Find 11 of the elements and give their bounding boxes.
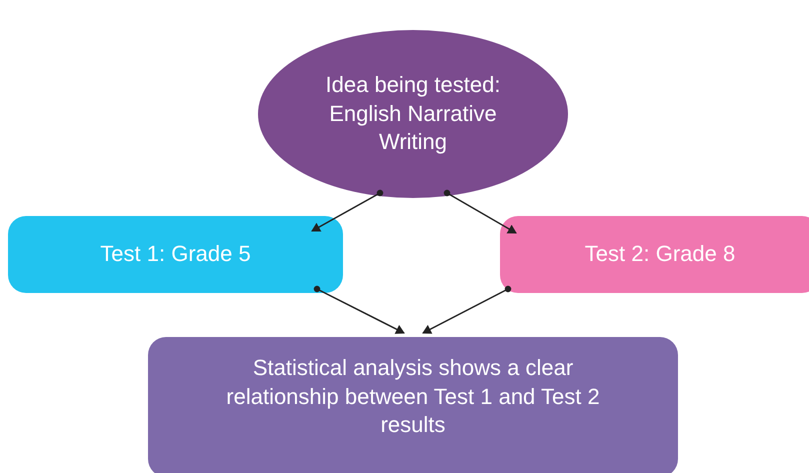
process-box <box>8 216 343 293</box>
process-box <box>148 337 678 473</box>
arrow <box>311 190 384 232</box>
arrow <box>444 190 517 234</box>
node-label: Test 1: Grade 5 <box>100 240 251 268</box>
node-label: Statistical analysis shows a clear relationship between Test 1 and Test 2 results <box>225 354 601 440</box>
process-box <box>500 216 809 293</box>
arrow <box>314 286 405 334</box>
arrow <box>422 286 512 334</box>
node-label: Test 2: Grade 8 <box>584 240 736 268</box>
node-label: Idea being tested: English Narrative Writing <box>324 71 502 156</box>
